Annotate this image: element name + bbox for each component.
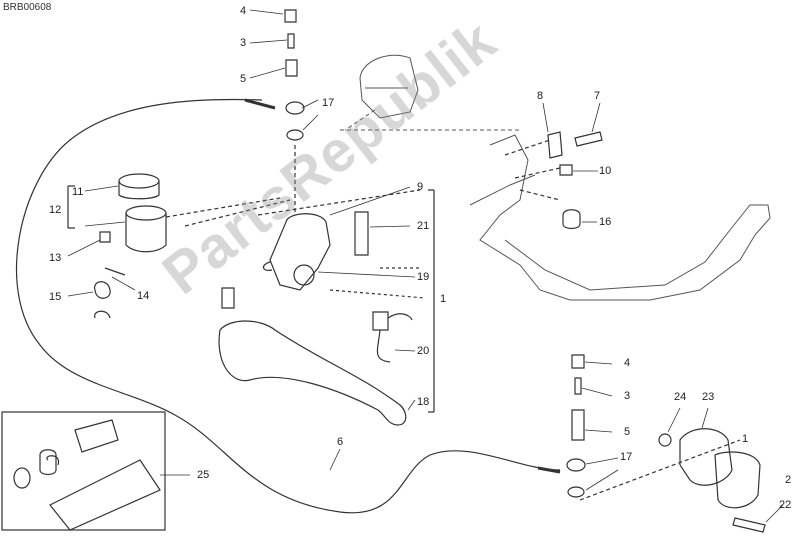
master-cylinder bbox=[262, 211, 369, 291]
clutch-lever bbox=[218, 287, 407, 426]
callout-9: 9 bbox=[417, 181, 424, 193]
callout-21: 21 bbox=[417, 220, 430, 232]
callout-20: 20 bbox=[417, 345, 430, 357]
callout-3-top: 3 bbox=[240, 37, 247, 49]
callout-15: 15 bbox=[49, 291, 62, 303]
callout-8: 8 bbox=[537, 90, 544, 102]
callout-1-bottom: 1 bbox=[742, 433, 749, 445]
leader-lines bbox=[67, 9, 784, 523]
diagram-code: BRB00608 bbox=[3, 2, 52, 13]
callout-19: 19 bbox=[417, 271, 430, 283]
callout-17-bottom: 17 bbox=[620, 451, 633, 463]
callout-5-bottom: 5 bbox=[624, 426, 631, 438]
callout-23: 23 bbox=[702, 391, 715, 403]
kit-inset bbox=[1, 411, 166, 531]
callout-13: 13 bbox=[49, 252, 62, 264]
callout-17-top: 17 bbox=[322, 97, 335, 109]
callout-1-top: 1 bbox=[440, 293, 447, 305]
clamp-bolts bbox=[504, 131, 603, 230]
callout-6: 6 bbox=[337, 436, 344, 448]
callout-22: 22 bbox=[779, 499, 792, 511]
callout-10: 10 bbox=[599, 165, 612, 177]
callout-25: 25 bbox=[197, 469, 210, 481]
reservoir-group bbox=[94, 173, 167, 319]
slave-cylinder bbox=[658, 428, 766, 533]
callout-4-top: 4 bbox=[240, 5, 247, 17]
callout-2: 2 bbox=[785, 474, 792, 486]
callout-12: 12 bbox=[49, 204, 62, 216]
banjo-fitting-top bbox=[284, 9, 305, 215]
callout-7: 7 bbox=[594, 90, 601, 102]
handlebar-bracket bbox=[340, 54, 771, 301]
callout-24: 24 bbox=[674, 391, 687, 403]
callout-18: 18 bbox=[417, 396, 430, 408]
callout-3-bottom: 3 bbox=[624, 390, 631, 402]
callout-4-bottom: 4 bbox=[624, 357, 631, 369]
callout-16: 16 bbox=[599, 216, 612, 228]
callout-5-top: 5 bbox=[240, 73, 247, 85]
clutch-hose bbox=[15, 98, 561, 514]
callout-11: 11 bbox=[72, 186, 84, 198]
lever-switch bbox=[372, 311, 413, 363]
banjo-fitting-bottom bbox=[566, 354, 741, 501]
callout-14: 14 bbox=[137, 290, 150, 302]
